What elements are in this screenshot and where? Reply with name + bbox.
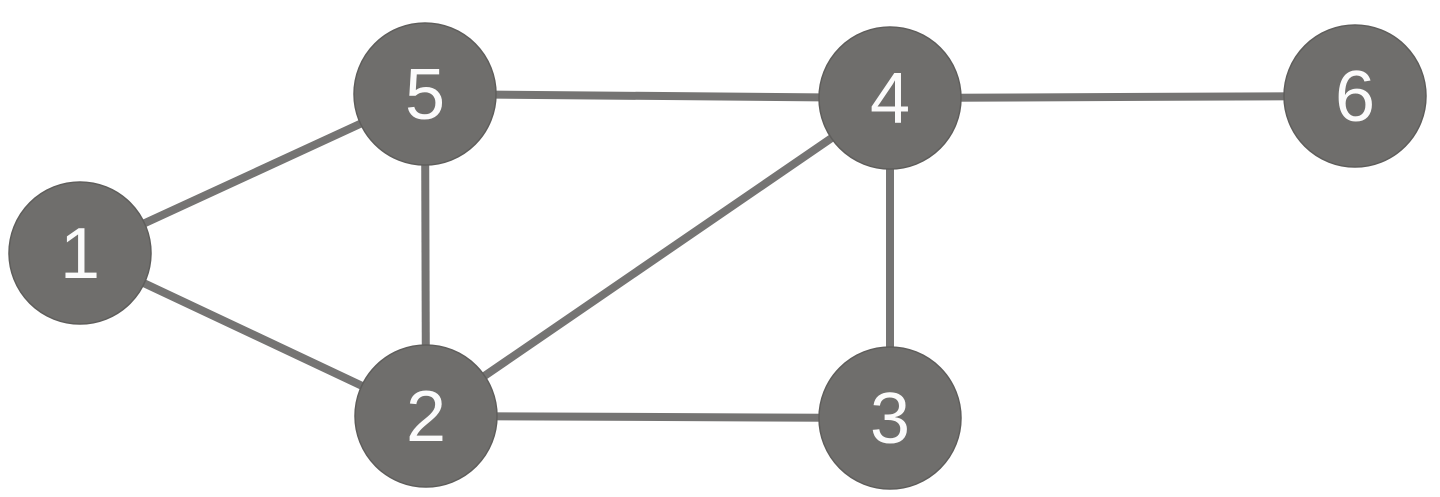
edge-2-3 (425, 412, 891, 422)
node-label-4: 4 (870, 59, 910, 139)
edge-4-6 (889, 92, 1356, 102)
node-circle-4[interactable] (818, 26, 962, 170)
node-label-2: 2 (406, 377, 446, 457)
node-1[interactable]: 1 (8, 181, 152, 325)
node-6[interactable]: 6 (1283, 24, 1427, 168)
node-5[interactable]: 5 (353, 22, 497, 166)
node-circle-3[interactable] (818, 346, 962, 490)
edge-4-2 (423, 94, 893, 420)
node-circle-6[interactable] (1283, 24, 1427, 168)
node-4[interactable]: 4 (818, 26, 962, 170)
node-label-5: 5 (405, 55, 445, 135)
node-label-1: 1 (60, 214, 100, 294)
node-3[interactable]: 3 (818, 346, 962, 490)
edge-5-4 (424, 90, 891, 102)
node-circle-2[interactable] (354, 344, 498, 488)
node-label-6: 6 (1335, 57, 1375, 137)
node-circle-1[interactable] (8, 181, 152, 325)
node-2[interactable]: 2 (354, 344, 498, 488)
node-label-3: 3 (870, 379, 910, 459)
node-circle-5[interactable] (353, 22, 497, 166)
